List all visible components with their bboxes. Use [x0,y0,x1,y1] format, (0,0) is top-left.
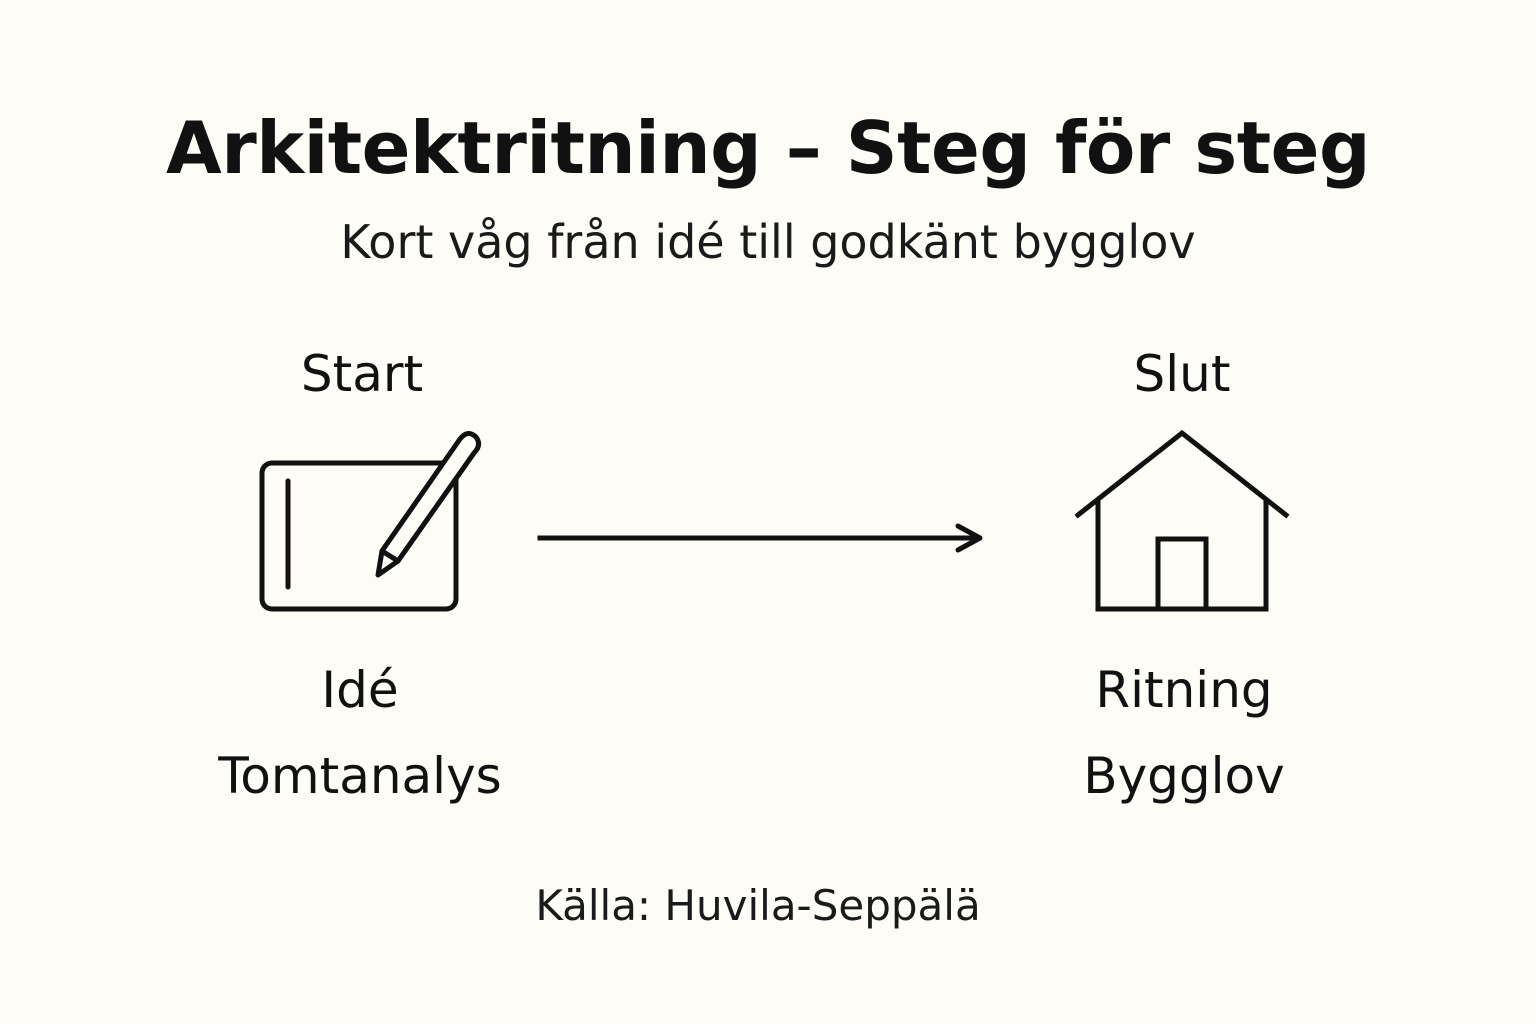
house-roof [1074,429,1290,519]
step-drawing: Ritning [1095,661,1273,719]
house-icon [1074,429,1290,612]
arrow-right-icon [537,523,983,553]
step-site-analysis: Tomtanalys [218,747,502,805]
step-idea: Idé [321,661,399,719]
page-subtitle: Kort våg från idé till godkänt bygglov [340,215,1196,269]
tablet-body [259,460,459,612]
house-door [1155,536,1209,612]
house-walls [1095,498,1269,612]
end-label: Slut [1133,345,1231,403]
page-title: Arkitektritning – Steg för steg [165,106,1371,190]
pen [375,431,482,578]
start-label: Start [300,345,424,403]
source-caption: Källa: Huvila-Seppälä [535,881,981,930]
tablet-pen-icon [259,431,482,612]
step-building-permit: Bygglov [1083,747,1285,805]
